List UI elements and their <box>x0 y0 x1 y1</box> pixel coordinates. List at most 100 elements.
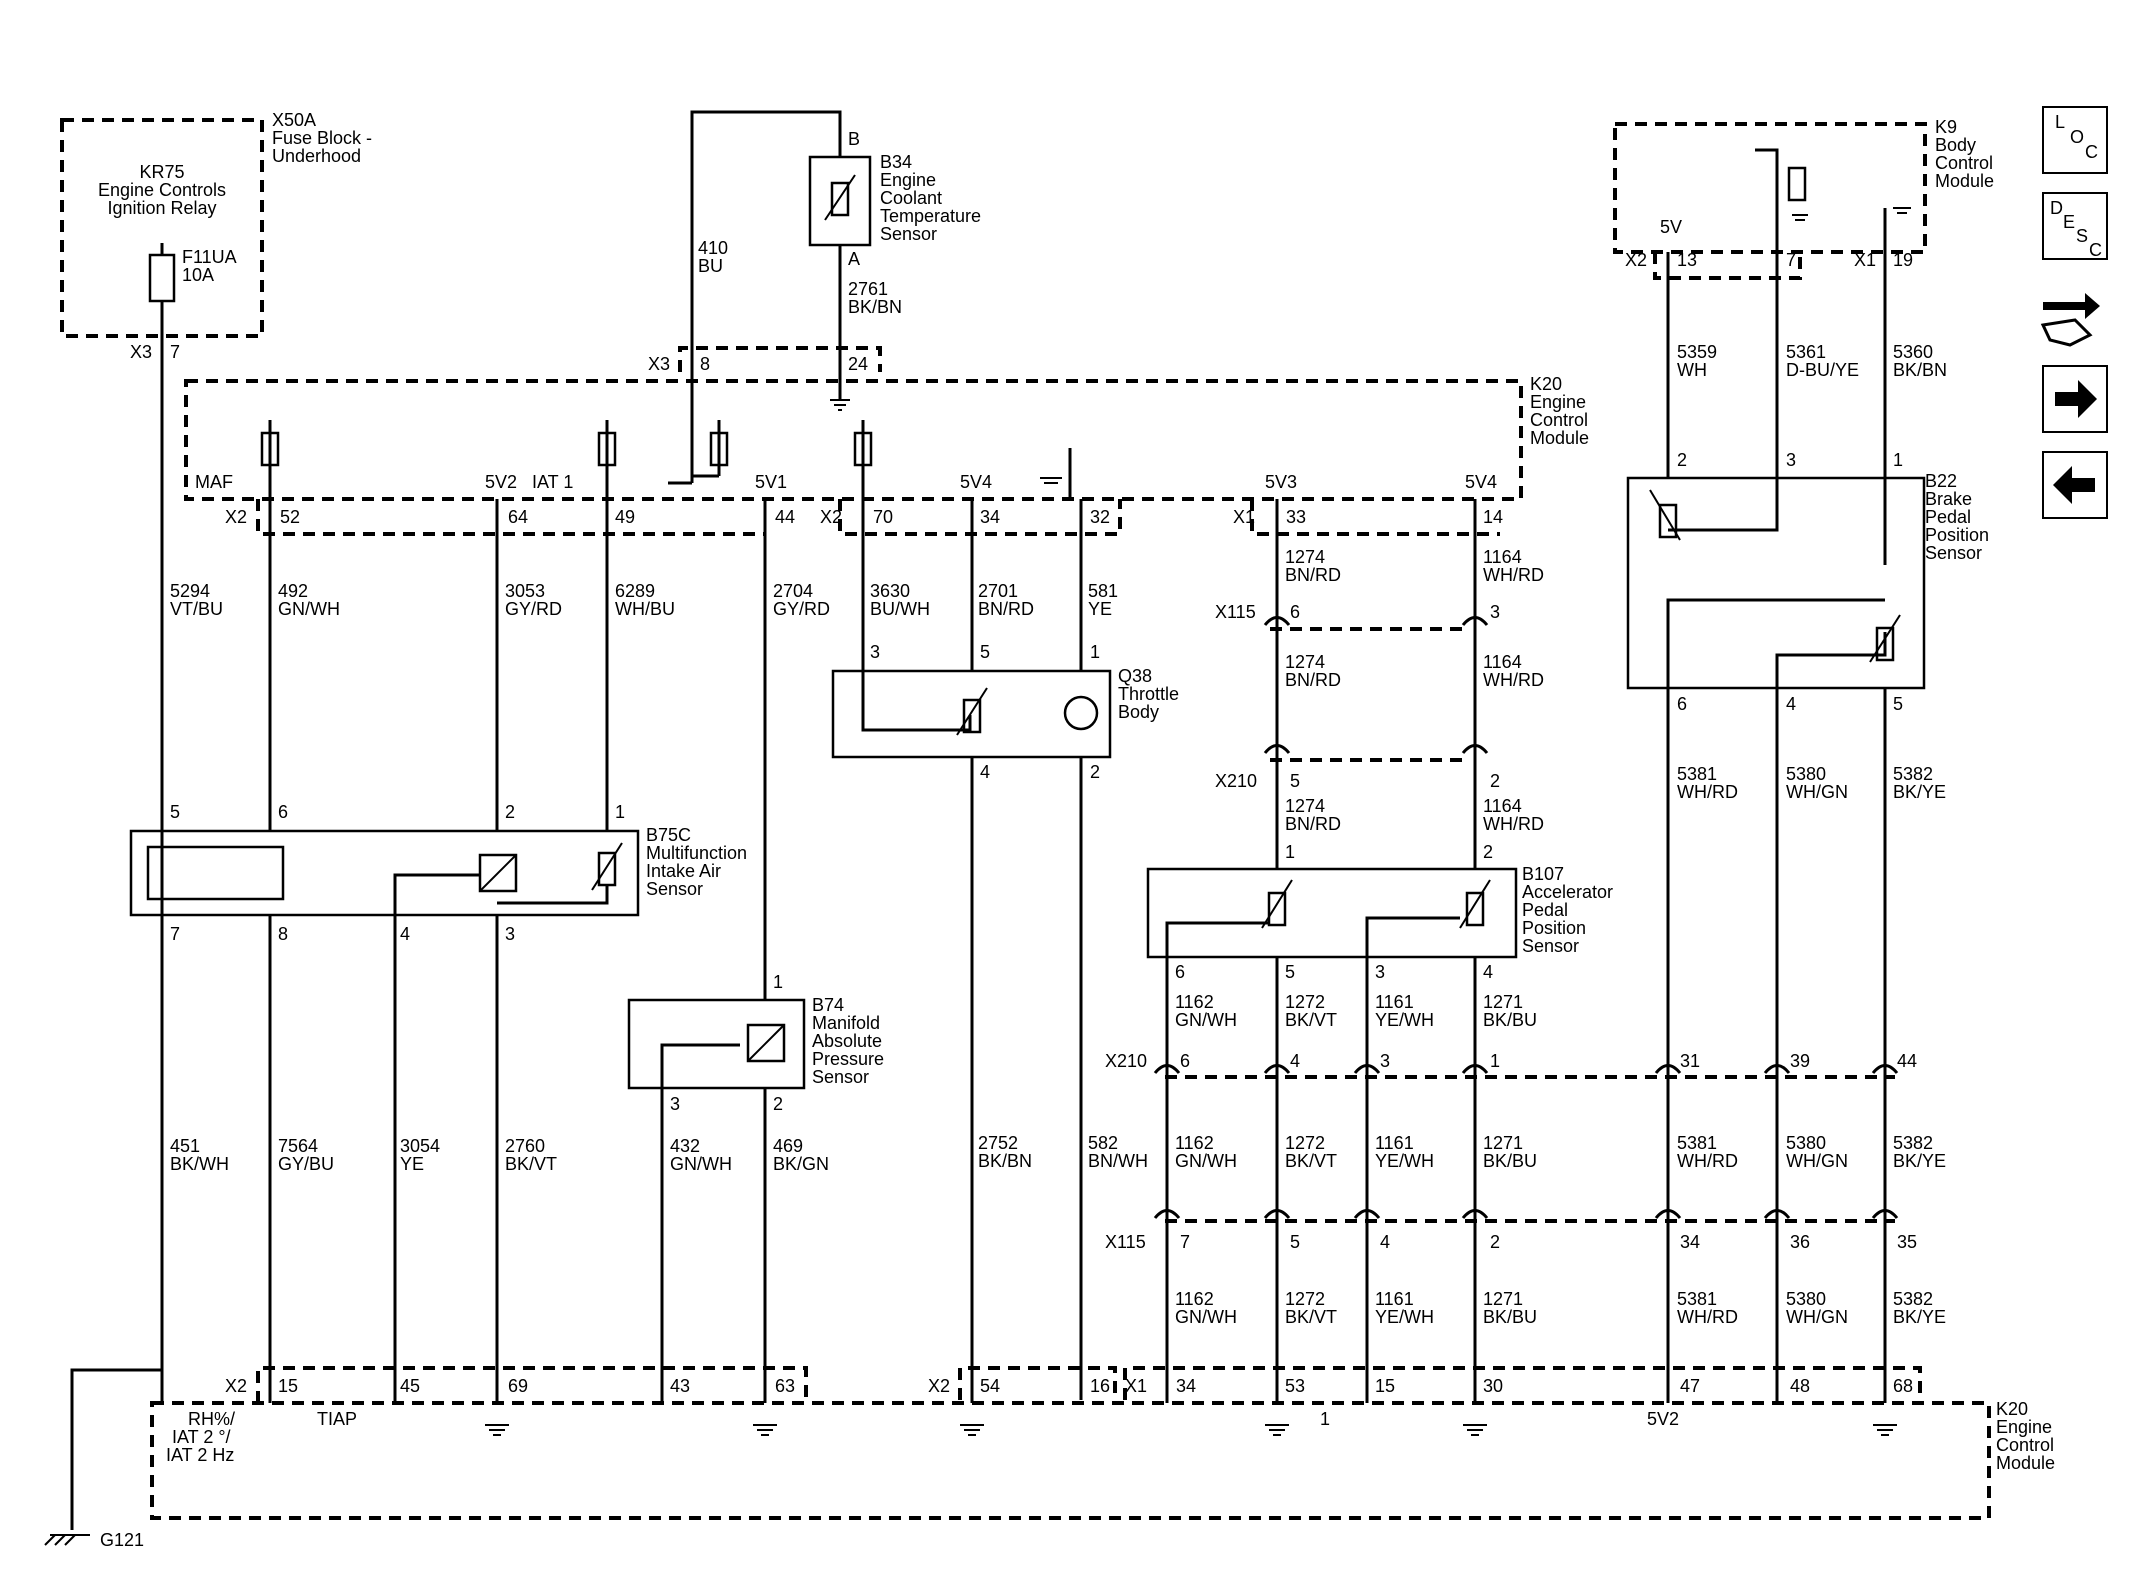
next-page-button[interactable] <box>2042 365 2108 433</box>
svg-text:4: 4 <box>1483 962 1493 982</box>
svg-text:4: 4 <box>1380 1232 1390 1252</box>
svg-text:O: O <box>2070 127 2084 147</box>
component-boxes <box>129 155 1926 1090</box>
arrow-right-icon <box>2055 380 2097 418</box>
svg-text:54: 54 <box>980 1376 1000 1396</box>
svg-text:8: 8 <box>278 924 288 944</box>
svg-text:34: 34 <box>1680 1232 1700 1252</box>
svg-text:RH%/: RH%/ <box>188 1409 235 1429</box>
svg-text:5: 5 <box>980 642 990 662</box>
svg-text:44: 44 <box>775 507 795 527</box>
location-button[interactable]: L O C <box>2042 106 2108 174</box>
x2-bottom-bar-a <box>256 1366 808 1403</box>
svg-text:43: 43 <box>670 1376 690 1396</box>
svg-text:5V4: 5V4 <box>960 472 992 492</box>
x2-k20-bar-a <box>256 499 765 536</box>
svg-text:3: 3 <box>670 1094 680 1114</box>
svg-text:5V3: 5V3 <box>1265 472 1297 492</box>
svg-text:X1: X1 <box>1233 507 1255 527</box>
svg-text:X210: X210 <box>1215 771 1257 791</box>
svg-text:1: 1 <box>1320 1409 1330 1429</box>
svg-text:6: 6 <box>1290 602 1300 622</box>
svg-text:69: 69 <box>508 1376 528 1396</box>
svg-text:5V1: 5V1 <box>755 472 787 492</box>
pin-labels: 7 B A 8 24 52 64 49 44 70 34 32 33 14 13… <box>170 129 1917 1396</box>
svg-text:1: 1 <box>1090 642 1100 662</box>
svg-text:3: 3 <box>1490 602 1500 622</box>
x1-bottom-bar <box>1123 1366 1922 1400</box>
svg-text:5V2: 5V2 <box>485 472 517 492</box>
b107-box <box>1146 867 1518 959</box>
connector-swap-icon[interactable] <box>2040 293 2100 347</box>
svg-text:16: 16 <box>1090 1376 1110 1396</box>
x2-bottom-bar-b <box>958 1366 1117 1400</box>
svg-text:3: 3 <box>1380 1051 1390 1071</box>
svg-text:5: 5 <box>1285 962 1295 982</box>
b74-box <box>627 998 806 1090</box>
q38-motor-icon <box>1063 695 1099 731</box>
svg-text:4: 4 <box>400 924 410 944</box>
wires <box>70 110 1887 1530</box>
svg-text:4: 4 <box>1290 1051 1300 1071</box>
svg-text:L: L <box>2055 112 2065 132</box>
svg-text:5V4: 5V4 <box>1465 472 1497 492</box>
svg-text:52: 52 <box>280 507 300 527</box>
sensor-symbols <box>260 166 1911 1063</box>
svg-text:36: 36 <box>1790 1232 1810 1252</box>
svg-text:X2: X2 <box>1625 250 1647 270</box>
svg-text:3: 3 <box>1375 962 1385 982</box>
svg-text:X2: X2 <box>820 507 842 527</box>
svg-text:X210: X210 <box>1105 1051 1147 1071</box>
svg-text:70: 70 <box>873 507 893 527</box>
svg-text:2: 2 <box>1677 450 1687 470</box>
svg-text:68: 68 <box>1893 1376 1913 1396</box>
svg-text:5: 5 <box>1893 694 1903 714</box>
svg-text:A: A <box>848 249 860 269</box>
dashed-enclosures <box>60 118 1991 1520</box>
b34-box <box>808 155 872 247</box>
svg-text:IAT 1: IAT 1 <box>532 472 573 492</box>
svg-text:15: 15 <box>1375 1376 1395 1396</box>
svg-text:D: D <box>2050 198 2063 218</box>
svg-text:7: 7 <box>1180 1232 1190 1252</box>
svg-text:6: 6 <box>1677 694 1687 714</box>
svg-text:19: 19 <box>1893 250 1913 270</box>
svg-text:3: 3 <box>870 642 880 662</box>
svg-text:47: 47 <box>1680 1376 1700 1396</box>
svg-text:1: 1 <box>773 972 783 992</box>
svg-text:2: 2 <box>1090 762 1100 782</box>
svg-text:X2: X2 <box>225 507 247 527</box>
svg-text:C: C <box>2085 142 2098 162</box>
description-button[interactable]: D E S C <box>2042 192 2108 260</box>
svg-text:X115: X115 <box>1105 1232 1146 1252</box>
previous-page-button[interactable] <box>2042 451 2108 519</box>
svg-text:13: 13 <box>1677 250 1697 270</box>
